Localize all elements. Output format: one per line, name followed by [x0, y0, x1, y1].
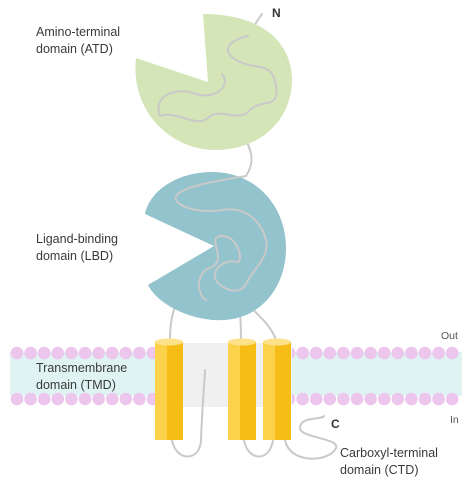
tmd-label: Transmembrane domain (TMD)	[36, 360, 127, 394]
outside-label: Out	[441, 330, 458, 342]
lipid-head	[445, 346, 459, 360]
lipid-head	[309, 346, 323, 360]
lipid-head	[391, 346, 405, 360]
ctd-label-line1: Carboxyl-terminal	[340, 446, 438, 460]
lipid-head	[24, 346, 37, 360]
lbd-internal-chain	[174, 175, 268, 301]
ctd-label: Carboxyl-terminal domain (CTD)	[340, 445, 438, 479]
lipid-head	[377, 346, 391, 360]
lipid-head	[37, 392, 51, 406]
lipid-head	[37, 346, 51, 360]
transmembrane-helices	[155, 338, 291, 440]
lipid-head	[337, 346, 350, 360]
atd-clamshell	[135, 14, 292, 150]
ctd-label-line2: domain (CTD)	[340, 463, 419, 477]
lbd-label-line1: Ligand-binding	[36, 232, 119, 246]
lipid-head	[296, 392, 309, 406]
lipid-head	[65, 346, 78, 360]
lipid-head	[337, 392, 350, 406]
lipid-head	[364, 346, 377, 360]
lipid-head	[92, 392, 105, 406]
lipid-head	[24, 392, 37, 406]
atd-internal-chain	[157, 35, 278, 123]
atd-label-line2: domain (ATD)	[36, 42, 113, 56]
lipid-head	[105, 392, 119, 406]
tmd-label-line1: Transmembrane	[36, 361, 128, 375]
inside-label: In	[450, 414, 459, 426]
n-terminus-label: N	[272, 6, 281, 20]
lipid-head	[309, 392, 323, 406]
lipid-head	[78, 346, 92, 360]
lipid-head	[350, 346, 364, 360]
lipid-head	[133, 392, 146, 406]
lipid-head	[405, 392, 418, 406]
intracellular-loop-1	[171, 369, 206, 458]
intracellular-loop-2	[243, 439, 274, 458]
lipid-head	[418, 392, 432, 406]
lipid-head	[432, 346, 445, 360]
lipid-head	[51, 346, 65, 360]
lipid-head	[10, 392, 24, 406]
lipid-head	[51, 392, 65, 406]
lipid-head	[133, 346, 146, 360]
lipid-head	[418, 346, 432, 360]
helix-cylinder	[263, 338, 291, 440]
amino-terminal-domain	[135, 14, 292, 150]
c-terminus-label: C	[331, 417, 340, 431]
atd-label: Amino-terminal domain (ATD)	[36, 24, 120, 58]
lipid-head	[323, 392, 337, 406]
lipid-head	[10, 346, 24, 360]
lbd-label: Ligand-binding domain (LBD)	[36, 231, 118, 265]
tmd-label-line2: domain (TMD)	[36, 378, 116, 392]
lipid-head	[391, 392, 405, 406]
lipid-head	[296, 346, 309, 360]
lipid-head	[119, 392, 133, 406]
helix-cylinder	[228, 338, 256, 440]
lipid-head	[105, 346, 119, 360]
lipid-head	[364, 392, 377, 406]
lbd-label-line2: domain (LBD)	[36, 249, 114, 263]
ligand-binding-domain	[145, 172, 286, 321]
atd-label-line1: Amino-terminal	[36, 25, 121, 39]
lipid-head	[92, 346, 105, 360]
lipid-head	[65, 392, 78, 406]
c-terminal-tail	[284, 415, 338, 460]
lipid-head	[78, 392, 92, 406]
lipid-head	[119, 346, 133, 360]
lipid-head	[432, 392, 445, 406]
lipid-head	[405, 346, 418, 360]
lipid-head	[323, 346, 337, 360]
lipid-head	[377, 392, 391, 406]
lipid-head	[350, 392, 364, 406]
helix-cylinder	[155, 338, 183, 440]
lipid-head	[445, 392, 459, 406]
